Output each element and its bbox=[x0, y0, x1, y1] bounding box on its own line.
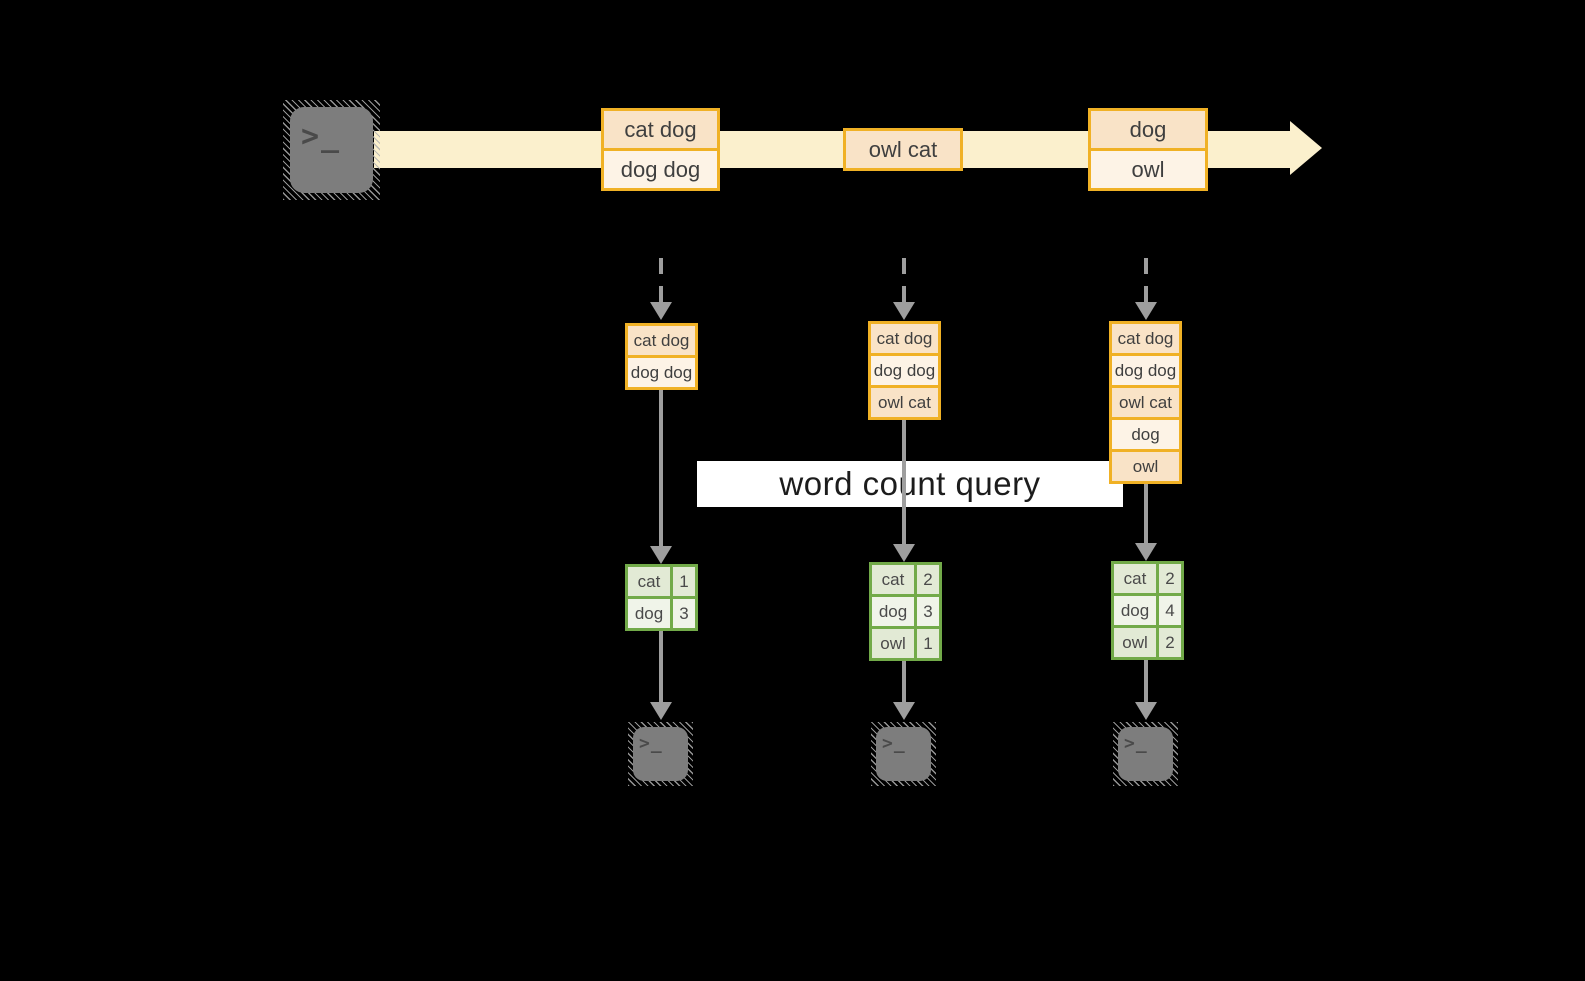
terminal-prompt-icon: >_ bbox=[1124, 733, 1148, 754]
buffer-stack-3: cat dog dog dog owl cat dog owl bbox=[1109, 321, 1182, 484]
buffer-stack-2: cat dog dog dog owl cat bbox=[868, 321, 941, 420]
ingest-arrowhead-1 bbox=[650, 302, 672, 320]
table-row: dog 4 bbox=[1114, 593, 1181, 625]
buffered-event: cat dog bbox=[628, 326, 695, 355]
terminal-screen bbox=[290, 107, 373, 193]
query-arrowhead-3 bbox=[1135, 543, 1157, 561]
count-cell: 3 bbox=[673, 599, 695, 628]
source-terminal-icon: >_ bbox=[283, 100, 380, 200]
query-banner: word count query bbox=[697, 461, 1123, 507]
word-cell: dog bbox=[872, 597, 917, 626]
sink-terminal-icon-2: >_ bbox=[871, 722, 936, 786]
terminal-screen bbox=[633, 727, 688, 781]
result-table-2: cat 2 dog 3 owl 1 bbox=[869, 562, 942, 661]
table-row: owl 2 bbox=[1114, 625, 1181, 657]
query-arrow-line-1 bbox=[659, 388, 663, 546]
word-cell: dog bbox=[628, 599, 673, 628]
word-cell: owl bbox=[1114, 628, 1159, 657]
terminal-prompt-icon: >_ bbox=[639, 733, 663, 754]
sink-arrow-line-3 bbox=[1144, 658, 1148, 702]
word-cell: cat bbox=[628, 567, 673, 596]
table-row: dog 3 bbox=[872, 594, 939, 626]
ingest-arrow-line-2 bbox=[902, 258, 906, 302]
word-cell: cat bbox=[872, 565, 917, 594]
stream-event: owl bbox=[1091, 148, 1205, 188]
word-cell: owl bbox=[872, 629, 917, 658]
stream-event: dog bbox=[1091, 111, 1205, 148]
ingest-arrow-line-3 bbox=[1144, 258, 1148, 302]
stream-event-box-1: cat dog dog dog bbox=[601, 108, 720, 191]
terminal-screen bbox=[1118, 727, 1173, 781]
table-row: cat 2 bbox=[872, 565, 939, 594]
word-cell: dog bbox=[1114, 596, 1159, 625]
stream-event: owl cat bbox=[846, 131, 960, 168]
sink-terminal-icon-3: >_ bbox=[1113, 722, 1178, 786]
table-row: cat 1 bbox=[628, 567, 695, 596]
buffered-event: dog dog bbox=[1112, 353, 1179, 385]
ingest-arrowhead-3 bbox=[1135, 302, 1157, 320]
buffer-stack-1: cat dog dog dog bbox=[625, 323, 698, 390]
count-cell: 4 bbox=[1159, 596, 1181, 625]
terminal-screen bbox=[876, 727, 931, 781]
buffered-event: dog dog bbox=[871, 353, 938, 385]
stream-event: cat dog bbox=[604, 111, 717, 148]
stream-event-box-2: owl cat bbox=[843, 128, 963, 171]
ingest-arrow-line-1 bbox=[659, 258, 663, 302]
buffered-event: owl cat bbox=[1112, 385, 1179, 417]
stream-event: dog dog bbox=[604, 148, 717, 188]
count-cell: 1 bbox=[673, 567, 695, 596]
count-cell: 3 bbox=[917, 597, 939, 626]
terminal-prompt-icon: >_ bbox=[882, 733, 906, 754]
count-cell: 2 bbox=[1159, 628, 1181, 657]
stream-arrowhead-icon bbox=[1290, 121, 1322, 175]
buffered-event: dog bbox=[1112, 417, 1179, 449]
word-cell: cat bbox=[1114, 564, 1159, 593]
buffered-event: cat dog bbox=[871, 324, 938, 353]
table-row: cat 2 bbox=[1114, 564, 1181, 593]
count-cell: 2 bbox=[917, 565, 939, 594]
count-cell: 1 bbox=[917, 629, 939, 658]
result-table-1: cat 1 dog 3 bbox=[625, 564, 698, 631]
buffered-event: cat dog bbox=[1112, 324, 1179, 353]
query-arrow-line-3 bbox=[1144, 482, 1148, 543]
table-row: owl 1 bbox=[872, 626, 939, 658]
sink-arrowhead-3 bbox=[1135, 702, 1157, 720]
sink-arrow-line-1 bbox=[659, 629, 663, 702]
sink-arrow-line-2 bbox=[902, 659, 906, 702]
table-row: dog 3 bbox=[628, 596, 695, 628]
query-arrowhead-2 bbox=[893, 544, 915, 562]
query-arrowhead-1 bbox=[650, 546, 672, 564]
buffered-event: dog dog bbox=[628, 355, 695, 387]
sink-arrowhead-2 bbox=[893, 702, 915, 720]
sink-arrowhead-1 bbox=[650, 702, 672, 720]
buffered-event: owl cat bbox=[871, 385, 938, 417]
sink-terminal-icon-1: >_ bbox=[628, 722, 693, 786]
count-cell: 2 bbox=[1159, 564, 1181, 593]
terminal-prompt-icon: >_ bbox=[301, 119, 342, 154]
buffered-event: owl bbox=[1112, 449, 1179, 481]
ingest-arrowhead-2 bbox=[893, 302, 915, 320]
query-arrow-line-2 bbox=[902, 418, 906, 544]
result-table-3: cat 2 dog 4 owl 2 bbox=[1111, 561, 1184, 660]
stream-event-box-3: dog owl bbox=[1088, 108, 1208, 191]
